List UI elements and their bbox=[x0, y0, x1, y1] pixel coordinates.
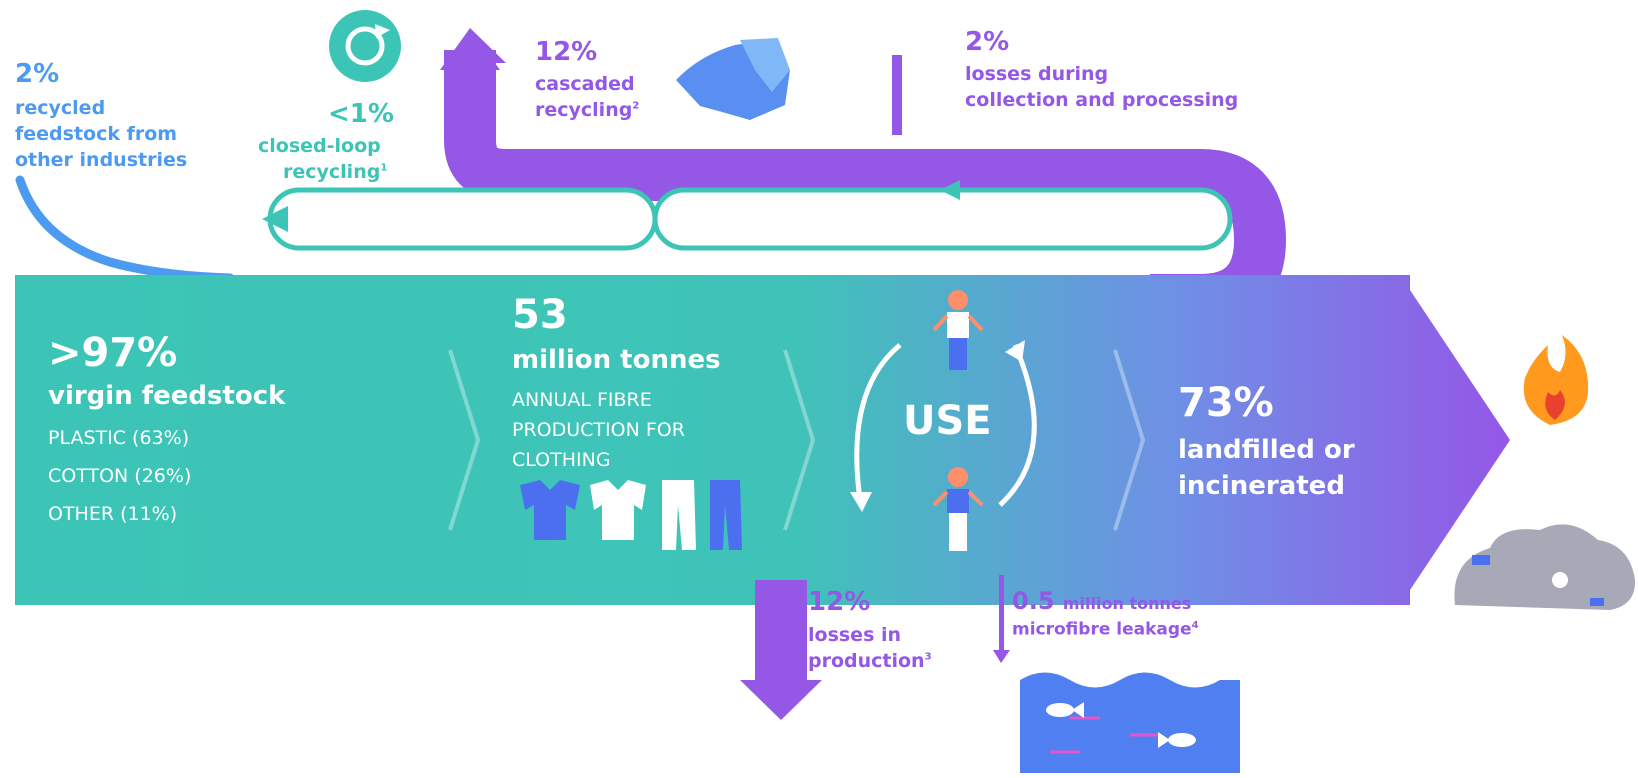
production-losses-arrowhead bbox=[740, 680, 822, 720]
recycled-feedstock-line1: recycled bbox=[15, 97, 106, 119]
closed-loop-arrowhead bbox=[262, 206, 288, 232]
fish-icon bbox=[1046, 702, 1084, 718]
tshirt-icon bbox=[520, 480, 580, 540]
production-unit: million tonnes bbox=[512, 345, 721, 375]
landfill-value: 73% bbox=[1178, 380, 1274, 426]
cascaded-line2: recycling2 bbox=[535, 99, 640, 121]
production-losses-value: 12% bbox=[808, 587, 871, 617]
collection-loss-stub bbox=[892, 55, 902, 135]
use-label: USE bbox=[903, 398, 992, 444]
production-losses-line1: losses in bbox=[808, 624, 902, 646]
person-icon bbox=[932, 290, 984, 370]
pants-icon bbox=[662, 480, 696, 550]
collection-losses-line1: losses during bbox=[965, 63, 1109, 85]
main-flow-band bbox=[15, 275, 1510, 605]
pants-icon bbox=[710, 480, 742, 550]
tshirt-icon bbox=[590, 480, 646, 540]
cascaded-value: 12% bbox=[535, 37, 598, 67]
use-cycle-right bbox=[998, 344, 1037, 507]
fish-icon bbox=[1158, 732, 1196, 748]
collection-losses-value: 2% bbox=[965, 27, 1010, 57]
virgin-item: PLASTIC (63%) bbox=[48, 427, 190, 449]
recycle-icon bbox=[329, 10, 401, 82]
microfibre-line2: microfibre leakage4 bbox=[1012, 619, 1199, 640]
ocean-icon bbox=[1020, 672, 1240, 773]
landfill-line1: landfilled or bbox=[1178, 435, 1355, 465]
production-value: 53 bbox=[512, 292, 568, 338]
closed-loop-line1: closed-loop bbox=[258, 135, 381, 157]
closed-loop-pill-right bbox=[652, 187, 1233, 251]
recycled-feedstock-value: 2% bbox=[15, 59, 60, 89]
virgin-item: OTHER (11%) bbox=[48, 503, 178, 525]
production-line2: PRODUCTION FOR bbox=[512, 419, 685, 441]
recycled-feedstock-flow bbox=[15, 175, 235, 283]
closed-loop-value: <1% bbox=[328, 99, 394, 129]
recycled-feedstock-line2: feedstock from bbox=[15, 123, 178, 145]
closed-loop-pill-left bbox=[267, 187, 658, 251]
collection-losses-line2: collection and processing bbox=[965, 89, 1239, 111]
use-cycle-left bbox=[854, 343, 902, 501]
microfibre-value: 0.5 million tonnes bbox=[1012, 587, 1192, 615]
microfibre-flow bbox=[999, 575, 1004, 655]
production-line1: ANNUAL FIBRE bbox=[512, 389, 652, 411]
virgin-item: COTTON (26%) bbox=[48, 465, 192, 487]
recycled-feedstock-line3: other industries bbox=[15, 149, 188, 171]
torn-fabric-icon bbox=[676, 38, 790, 120]
fire-icon bbox=[1523, 335, 1589, 425]
landfill-icon bbox=[1454, 524, 1636, 610]
production-line3: CLOTHING bbox=[512, 449, 611, 471]
closed-loop-line2: recycling1 bbox=[283, 161, 388, 183]
virgin-label: virgin feedstock bbox=[48, 381, 286, 411]
production-losses-flow bbox=[755, 580, 807, 690]
landfill-line2: incinerated bbox=[1178, 471, 1345, 501]
production-losses-line2: production3 bbox=[808, 650, 932, 672]
person-icon bbox=[932, 467, 984, 551]
virgin-value: >97% bbox=[48, 330, 178, 376]
cascaded-line1: cascaded bbox=[535, 73, 635, 95]
